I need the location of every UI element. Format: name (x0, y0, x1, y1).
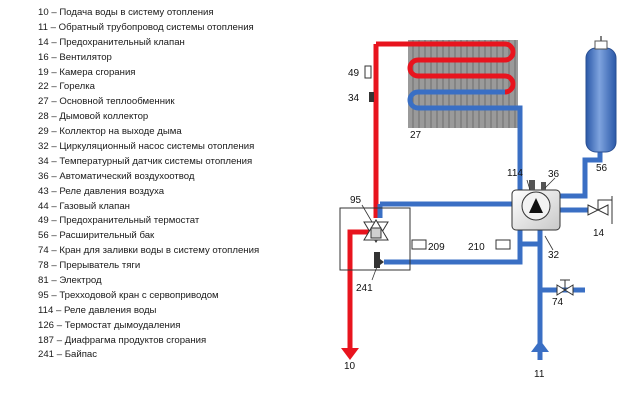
legend-item: 14 – Предохранительный клапан (38, 36, 185, 48)
label-114: 114 (507, 168, 523, 179)
label-209: 209 (428, 242, 445, 253)
label-34: 34 (348, 93, 360, 104)
legend-list: 10 – Подача воды в систему отопления 11 … (38, 6, 328, 363)
legend-item: 49 – Предохранительный термостат (38, 215, 200, 227)
legend-item: 241 – Байпас (38, 349, 98, 361)
legend-item: 27 – Основной теплообменник (38, 96, 175, 108)
cold-inlet-arrow (531, 340, 549, 352)
label-241: 241 (356, 283, 373, 294)
three-way-valve (339, 207, 411, 271)
label-14: 14 (593, 228, 605, 239)
hot-outlet-arrow (341, 348, 359, 360)
fitting-210 (495, 239, 511, 250)
hot-supply-pipe (347, 44, 379, 348)
legend-item: 22 – Горелка (38, 81, 95, 93)
legend-item: 81 – Электрод (38, 275, 102, 287)
circulation-pump (511, 180, 561, 231)
legend-item: 44 – Газовый клапан (38, 200, 130, 212)
safety-valve (587, 196, 613, 224)
legend-item: 29 – Коллектор на выходе дыма (38, 126, 182, 138)
legend-item: 187 – Диафрагма продуктов сгорания (38, 334, 207, 346)
legend-item: 10 – Подача воды в систему отопления (38, 7, 214, 18)
legend-item: 95 – Трехходовой кран с сервоприводом (38, 289, 219, 301)
fill-cock (556, 279, 574, 296)
cold-return-pipe (377, 150, 603, 360)
legend-item: 78 – Прерыватель тяги (38, 260, 141, 272)
legend-item: 16 – Вентилятор (38, 51, 112, 63)
temperature-sensor (369, 92, 374, 102)
legend-item: 126 – Термостат дымоудаления (38, 319, 181, 331)
legend-item: 36 – Автоматический воздухоотвод (38, 170, 195, 182)
heat-exchanger (376, 40, 523, 165)
legend-item: 43 – Реле давления воздуха (38, 185, 165, 197)
label-11: 11 (534, 369, 545, 380)
legend-item: 74 – Кран для заливки воды в систему ото… (38, 245, 260, 257)
fitting-209 (411, 239, 427, 250)
legend-item: 114 – Реле давления воды (38, 304, 157, 316)
label-27: 27 (410, 130, 422, 141)
label-10: 10 (344, 361, 356, 372)
legend-item: 34 – Температурный датчик системы отопле… (38, 155, 253, 167)
safety-thermostat (364, 65, 372, 79)
label-210: 210 (468, 242, 485, 253)
label-49: 49 (348, 68, 360, 79)
legend-item: 32 – Циркуляционный насос системы отопле… (38, 141, 255, 153)
label-36: 36 (548, 169, 560, 180)
legend-item: 19 – Камера сгорания (38, 66, 136, 78)
label-56: 56 (596, 163, 608, 174)
label-74: 74 (552, 297, 564, 308)
label-95: 95 (350, 195, 362, 206)
expansion-tank (585, 36, 617, 153)
legend-item: 11 – Обратный трубопровод системы отопле… (38, 21, 254, 33)
legend-item: 28 – Дымовой коллектор (38, 111, 149, 123)
label-32: 32 (548, 250, 560, 261)
legend-item: 56 – Расширительный бак (38, 230, 155, 242)
